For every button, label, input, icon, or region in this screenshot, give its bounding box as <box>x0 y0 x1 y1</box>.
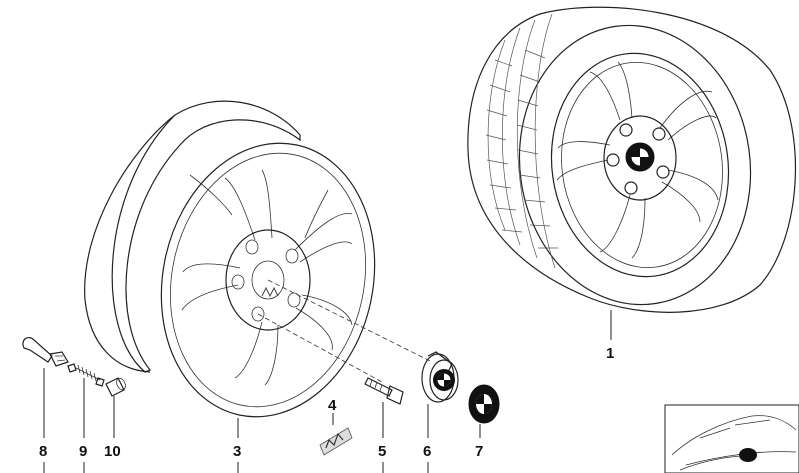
rim-spokes <box>181 169 353 386</box>
rim-inner-mounted <box>561 61 723 269</box>
callout-3: 3 <box>233 443 241 460</box>
emblem-badge <box>468 384 500 424</box>
callout-6: 6 <box>423 443 431 460</box>
m-logo-on-rim <box>261 286 279 298</box>
valve-stem <box>22 336 69 367</box>
callout-1: 1 <box>606 345 614 362</box>
callout-9: 9 <box>79 443 87 460</box>
rim-front-lip-inner <box>169 152 367 408</box>
bare-rim <box>84 100 376 418</box>
valve-core <box>67 363 105 387</box>
vehicle-thumbnail <box>664 404 799 473</box>
rim-lip-mounted <box>550 52 730 278</box>
m-badge <box>319 427 353 456</box>
rim-bolt-holes <box>231 239 301 322</box>
callout-7: 7 <box>475 443 483 460</box>
tire-tread <box>485 13 558 269</box>
thumbnail-wheel-highlight <box>739 448 757 462</box>
complete-wheel-assembly <box>467 6 797 313</box>
bmw-roundel-mounted <box>625 142 655 172</box>
hub-face-mounted <box>603 115 677 201</box>
rim-barrel-back <box>84 114 176 373</box>
rim-barrel <box>111 100 301 373</box>
callout-8: 8 <box>39 443 47 460</box>
rim-front-lip <box>160 142 376 418</box>
rim-hub <box>225 229 311 331</box>
callout-leaders <box>43 310 612 473</box>
assembly-guide-lines <box>257 279 433 383</box>
valve-cap <box>105 377 126 397</box>
tire-outer-outline <box>467 6 797 313</box>
hub-cap <box>421 351 459 403</box>
lug-bolts-mounted <box>606 123 670 195</box>
callout-10: 10 <box>104 443 121 460</box>
callout-4: 4 <box>328 397 337 414</box>
wheel-bolt <box>364 377 404 405</box>
rim-center-bore <box>251 260 285 300</box>
tire-sidewall <box>518 24 752 306</box>
callout-5: 5 <box>378 443 386 460</box>
